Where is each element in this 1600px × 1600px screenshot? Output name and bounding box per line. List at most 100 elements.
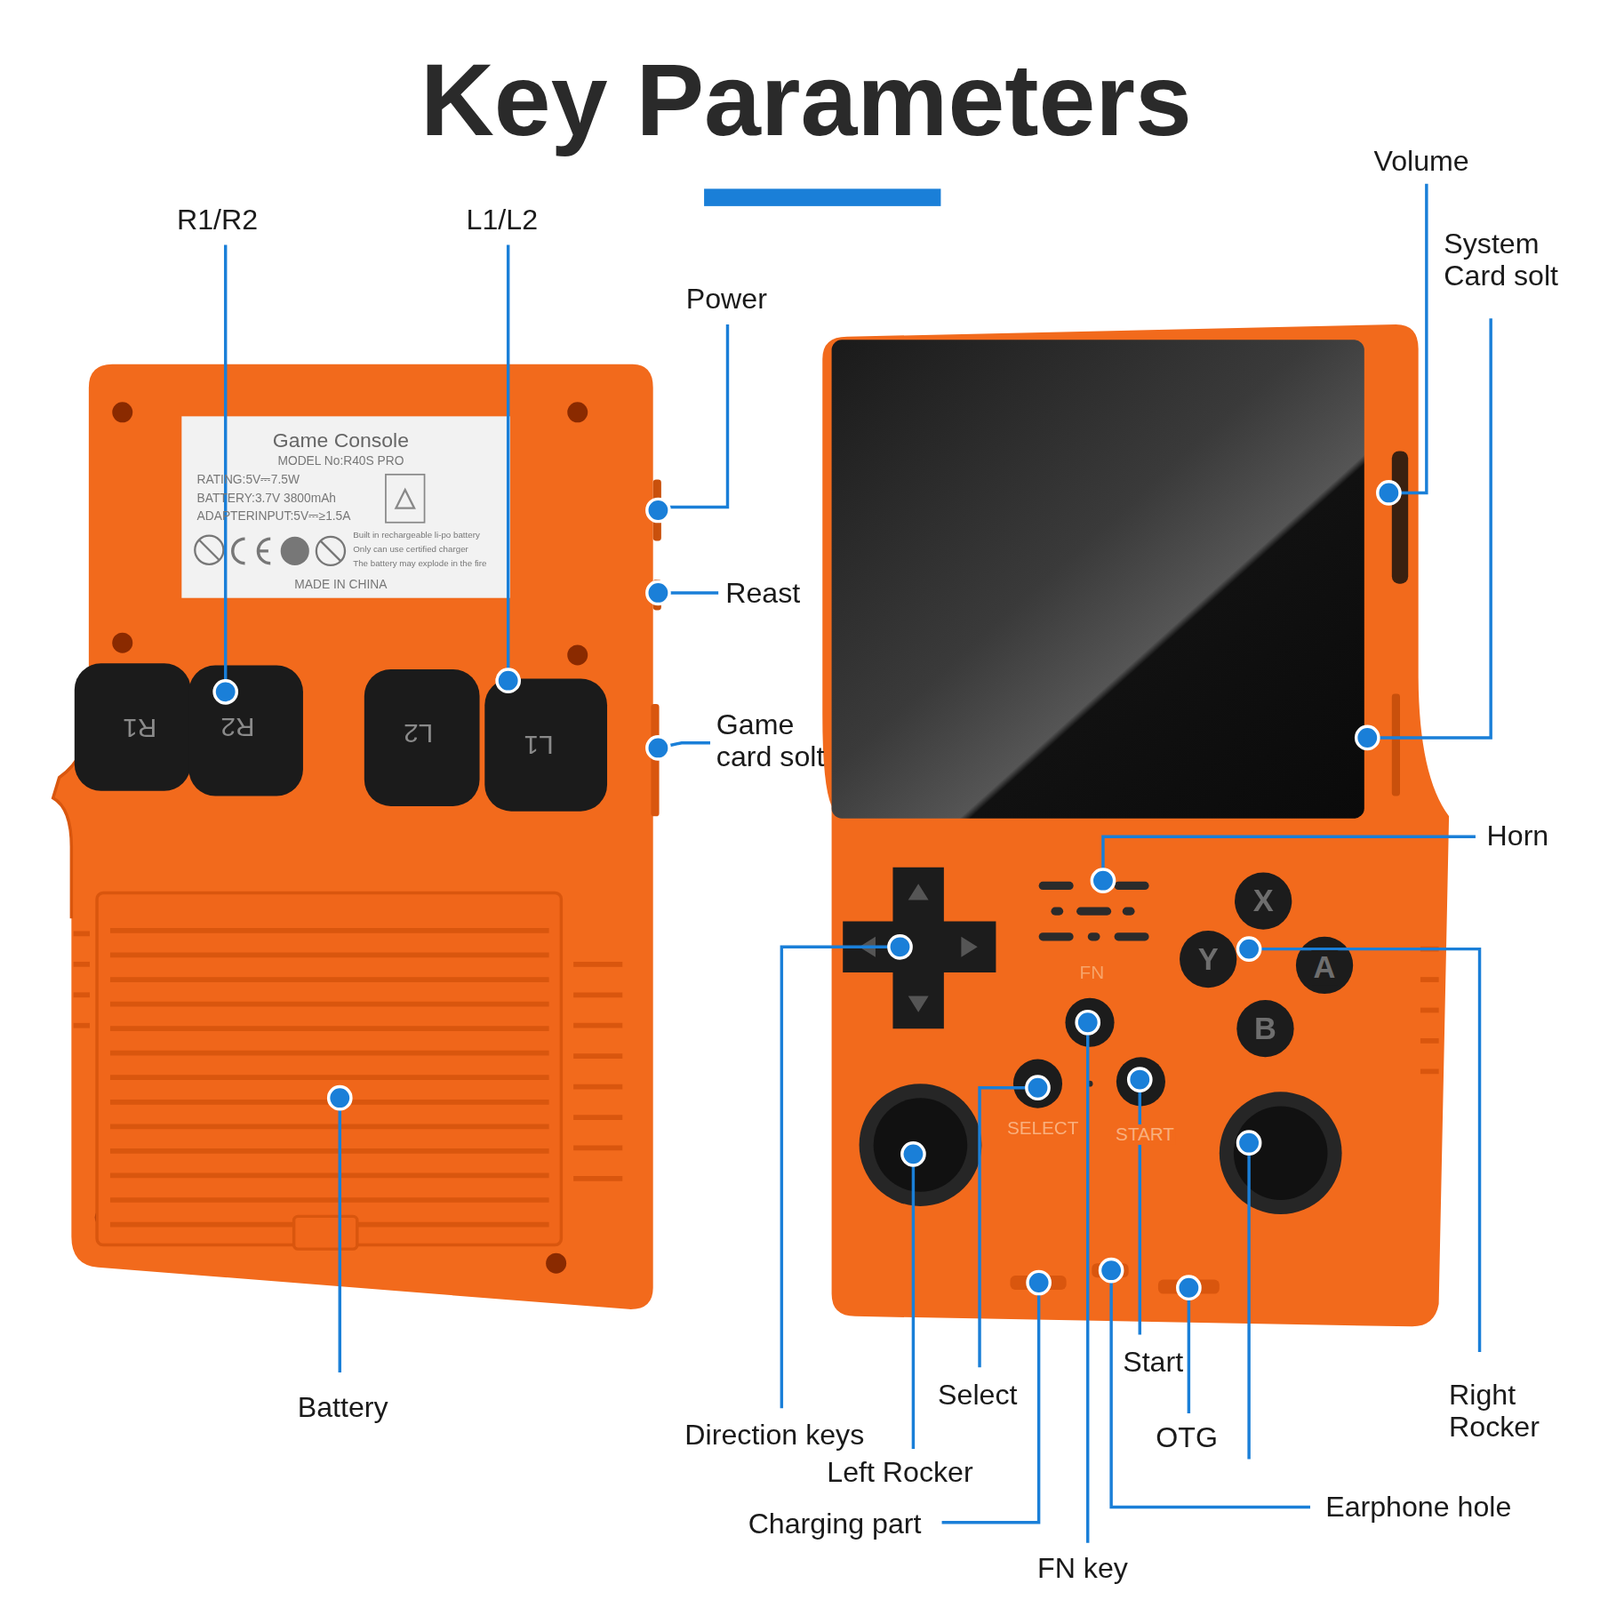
sticker-text: The battery may explode in the fire: [352, 559, 487, 569]
sticker-text: Built in rechargeable li-po battery: [352, 530, 480, 541]
console-front-part: [1039, 881, 1150, 942]
console-back-part-part: [573, 1176, 623, 1182]
callout-dots: [214, 481, 1400, 1300]
console-front-part-part: [1039, 881, 1074, 890]
callout-dots-part: [1027, 1271, 1050, 1294]
callout-dots-part: [1076, 1011, 1099, 1034]
console-front-part-part: [1039, 932, 1074, 941]
console-back-part: [53, 364, 654, 1310]
console-back-part: [280, 536, 310, 566]
console-back-part-part: [110, 1025, 550, 1032]
callout-dots-part: [902, 1143, 925, 1166]
sticker-text: ADAPTERINPUT:5V⎓≥1.5A: [197, 509, 352, 523]
leader-lines-part: [1103, 836, 1476, 880]
sticker-text: Only can use certified charger: [352, 544, 469, 555]
console-front-part-part: [1050, 907, 1064, 916]
console-front-part-part: [1114, 932, 1150, 941]
console-front-part-part: [1420, 1038, 1440, 1044]
console-front-part-part: [1420, 1008, 1440, 1014]
console-back-part: [395, 489, 415, 509]
sticker-text: MADE IN CHINA: [294, 577, 387, 592]
button-marking: SELECT: [1007, 1118, 1079, 1139]
console-back-part: [112, 632, 133, 654]
console-back-part: [316, 536, 345, 566]
trigger-marking: R1: [122, 712, 157, 743]
console-back-part: [257, 538, 271, 564]
console-front-part: [822, 324, 1449, 1327]
leader-lines-part: [1367, 318, 1491, 738]
console-back-part: [73, 933, 624, 1179]
console-front-part: [1420, 949, 1440, 1072]
console-back-part: [96, 892, 561, 1245]
leader-lines-part: [1138, 1080, 1142, 1336]
console-back-part: [188, 664, 304, 796]
console-back-part-part: [110, 976, 550, 983]
callout-dots-part: [647, 581, 670, 604]
callout-dots-part: [1237, 1131, 1260, 1154]
callout-dots-part: [647, 736, 670, 760]
part-label: FN key: [1037, 1552, 1128, 1584]
console-back-part: [74, 663, 192, 791]
title: Key Parameters: [420, 41, 1192, 157]
console-front-part-part: [1076, 907, 1112, 916]
part-label: Battery: [297, 1391, 389, 1424]
console-back-part-part: [573, 992, 623, 998]
leader-lines-part: [224, 245, 227, 693]
console-front-part: [1236, 1000, 1294, 1057]
console-back-part-part: [110, 928, 550, 934]
callout-dots-part: [214, 680, 237, 704]
console-back-part-part: [573, 1053, 623, 1059]
sticker-text: RATING:5V⎓7.5W: [197, 473, 300, 488]
part-label: OTG: [1155, 1421, 1218, 1454]
leader-lines-part: [657, 324, 728, 507]
part-label: Reast: [725, 576, 800, 609]
console-back-part-part: [573, 1145, 623, 1152]
part-label: Charging part: [748, 1507, 922, 1540]
callout-dots-part: [328, 1087, 352, 1110]
console-back-part: [112, 401, 133, 423]
console-front: [822, 324, 1449, 1327]
console-back-part-part: [573, 961, 623, 968]
leader-lines-part: [1111, 1270, 1311, 1507]
leader-lines-part: [1247, 1143, 1250, 1460]
console-back-part: [232, 538, 246, 564]
console-front-part: [1234, 872, 1292, 930]
console-back-part: [194, 536, 224, 565]
console-back-part: [364, 669, 480, 807]
title-bar: [704, 188, 941, 207]
console-front-part: [873, 1097, 968, 1192]
callout-dots-part: [1091, 869, 1114, 892]
console-back-part-part: [73, 992, 90, 998]
sticker-text: MODEL No:R40S PRO: [277, 454, 404, 468]
trigger-marking: L2: [403, 718, 433, 748]
console-back-part-part: [110, 1148, 550, 1154]
part-label: Select: [937, 1378, 1017, 1411]
part-label: Left Rocker: [826, 1456, 973, 1489]
console-front-part-part: [1088, 932, 1101, 941]
callout-dots-part: [1356, 726, 1379, 749]
callout-dots-part: [496, 669, 520, 692]
console-front-part-part: [1114, 881, 1150, 890]
button-marking: Y: [1198, 942, 1219, 977]
sticker-text: Game Console: [272, 428, 409, 452]
console-front-part-part: [1122, 907, 1136, 916]
leader-lines-part: [338, 1097, 342, 1373]
console-back-part-part: [573, 1114, 623, 1120]
callout-dots-part: [1237, 937, 1260, 960]
console-back-part-part: [573, 1084, 623, 1090]
callout-dots-part: [1128, 1068, 1152, 1091]
console-front-part: [832, 339, 1365, 818]
leader-lines-part: [1086, 1022, 1089, 1543]
console-back-part: [545, 1253, 567, 1274]
console-front-part-part: [1420, 1068, 1440, 1074]
button-marking: B: [1254, 1011, 1277, 1047]
console-front-part: [1219, 1091, 1343, 1215]
console-back-part-part: [110, 1173, 550, 1179]
part-label: Direction keys: [684, 1418, 864, 1451]
button-marking: START: [1113, 1124, 1176, 1145]
callout-dots-part: [888, 936, 912, 959]
part-label: Game card solt: [716, 708, 849, 773]
console-front-part: [1296, 936, 1353, 994]
